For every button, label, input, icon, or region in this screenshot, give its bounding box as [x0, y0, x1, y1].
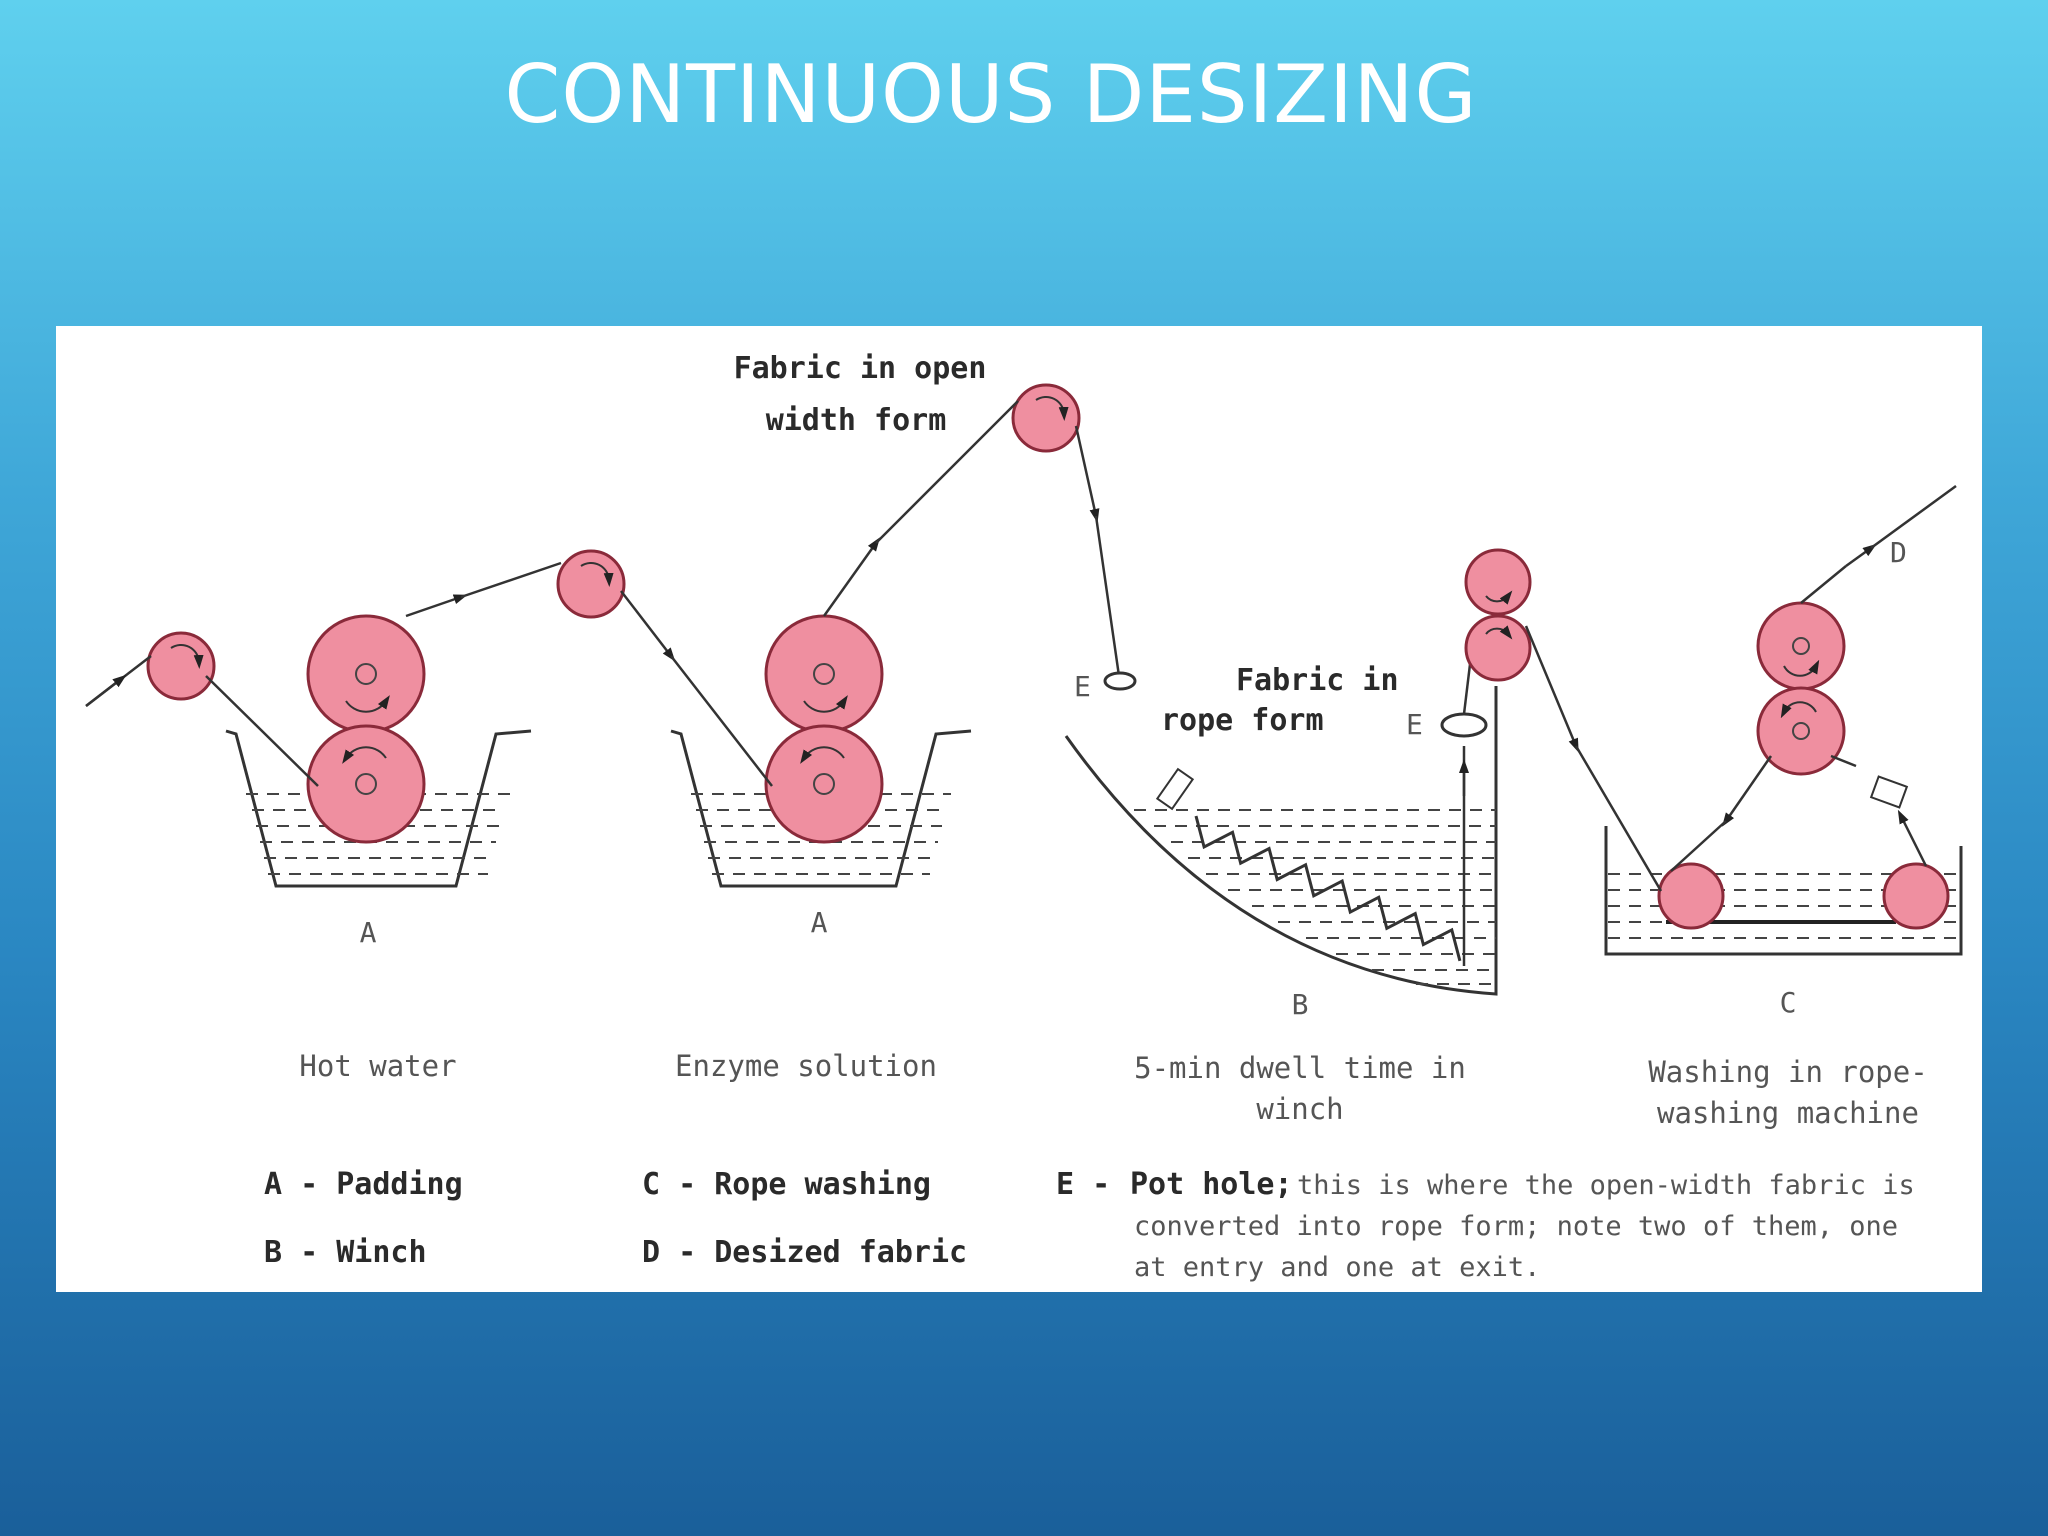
- legend-e-term: Pot hole;: [1130, 1167, 1293, 1202]
- guide-roller-top: [1011, 383, 1081, 453]
- open-width-label-line1: Fabric in open: [734, 351, 987, 386]
- diagram-panel: Fabric in open width form Fabric in rope…: [56, 326, 1982, 1292]
- station-letter-a1: A: [360, 916, 377, 949]
- pot-hole-entry: [1103, 671, 1137, 691]
- pad-rollers-hot-water: [306, 614, 426, 844]
- output-marker-d: D: [1890, 536, 1907, 569]
- fabric-path: [85, 400, 1121, 787]
- caption-washing-line1: Washing in rope-: [1648, 1055, 1927, 1089]
- pot-hole-exit: [1440, 655, 1488, 966]
- pad-rollers-enzyme: [764, 614, 884, 844]
- nip-rollers-exit: [1464, 548, 1532, 682]
- legend-e-line1: this is where the open-width fabric is: [1297, 1170, 1915, 1201]
- legend-c: C - Rope washing: [642, 1167, 931, 1202]
- legend-e-line3: at entry and one at exit.: [1134, 1252, 1540, 1283]
- station-letter-b: B: [1292, 988, 1309, 1021]
- slide-title: CONTINUOUS DESIZING: [504, 48, 1478, 141]
- pot-hole-entry-label: E: [1074, 670, 1091, 703]
- legend-e-line2: converted into rope form; note two of th…: [1134, 1211, 1898, 1242]
- caption-dwell-line1: 5-min dwell time in: [1134, 1051, 1466, 1085]
- legend-b: B - Winch: [264, 1235, 427, 1270]
- winch-tank: [1064, 686, 1498, 996]
- guide-roller-middle: [556, 549, 626, 619]
- legend-e-key: E -: [1056, 1167, 1110, 1202]
- caption-hot-water: Hot water: [299, 1049, 456, 1083]
- legend-d: D - Desized fabric: [642, 1235, 967, 1270]
- caption-enzyme-solution: Enzyme solution: [675, 1049, 937, 1083]
- caption-washing-line2: washing machine: [1657, 1096, 1919, 1130]
- desizing-diagram: Fabric in open width form Fabric in rope…: [85, 351, 1963, 1283]
- open-width-label-line2: width form: [766, 403, 947, 438]
- rope-form-label-line1: Fabric in: [1236, 663, 1399, 698]
- station-letter-a2: A: [811, 906, 828, 939]
- washer-fabric-path: [1524, 484, 1957, 892]
- rope-form-label-line2: rope form: [1161, 703, 1324, 738]
- caption-dwell-line2: winch: [1256, 1092, 1343, 1126]
- washer-rollers: [1657, 601, 1950, 930]
- station-letter-c: C: [1780, 986, 1797, 1019]
- legend-a: A - Padding: [264, 1167, 463, 1202]
- guide-roller-entry: [146, 631, 216, 701]
- pot-hole-exit-label: E: [1406, 708, 1423, 741]
